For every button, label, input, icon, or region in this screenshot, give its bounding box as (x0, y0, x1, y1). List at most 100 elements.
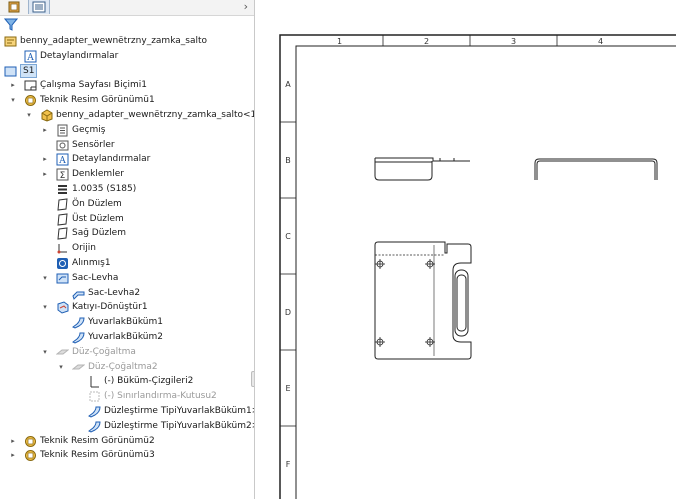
tree-item[interactable]: Üst Düzlem (52, 212, 250, 227)
tree-item-label: Geçmiş (72, 124, 106, 135)
flat-pattern-icon (71, 361, 86, 374)
tree-item[interactable]: ▾ Teknik Resim Görünümü1 (11, 93, 250, 108)
tree-toggle-icon[interactable]: ▾ (43, 347, 47, 356)
tree-item[interactable]: Alınmış1 (52, 256, 250, 271)
zone-row-label: F (286, 460, 291, 469)
history-icon (56, 124, 69, 137)
tree-item-label: Düzleştirme TipiYuvarlakBüküm1>1 (104, 406, 255, 416)
tree-item[interactable]: Sac-Levha2 (68, 286, 250, 301)
zone-column-label: 4 (598, 37, 603, 46)
side-view[interactable] (534, 158, 658, 180)
tree-item[interactable]: 1.0035 (S185) (52, 182, 250, 197)
tree-item[interactable]: Ön Düzlem (52, 197, 250, 212)
svg-text:A: A (58, 156, 66, 166)
tree-item-label: Düz-Çoğaltma2 (88, 361, 158, 372)
tree-item-label: S1 (20, 63, 38, 78)
bend-icon (88, 405, 101, 418)
tree-item[interactable]: ▾ benny_adapter_wewnëtrzny_zamka_salto<1> (27, 108, 254, 123)
tree-item[interactable]: ▸ Teknik Resim Görünümü3 (11, 448, 250, 463)
panel-resize-handle[interactable] (251, 371, 254, 387)
sheet-format-icon (24, 79, 37, 92)
tree-item[interactable]: YuvarlakBüküm1 (68, 315, 250, 330)
tree-item-label: Katıyı-Dönüştür1 (72, 302, 148, 313)
tree-item[interactable]: ▾ Katıyı-Dönüştür1 (43, 300, 250, 315)
tree-item[interactable]: ▸ Geçmiş (43, 123, 250, 138)
tree-item-label: (-) Sınırlandırma-Kutusu2 (104, 391, 217, 402)
tree-item-label: Çalışma Sayfası Biçimi1 (40, 80, 148, 91)
property-manager-tab[interactable] (28, 0, 50, 14)
tree-item[interactable]: (-) Sınırlandırma-Kutusu2 (84, 389, 250, 404)
tree-toggle-icon[interactable]: ▸ (43, 155, 47, 164)
tree-item-label: Denklemler (72, 169, 124, 180)
tree-item-label: Teknik Resim Görünümü3 (40, 450, 155, 461)
tree-item-label: Sac-Levha2 (88, 287, 141, 298)
tree-item-label: Detaylandırmalar (72, 154, 151, 165)
annotation-icon: A (24, 50, 37, 63)
sheet-metal-icon (56, 272, 69, 285)
tree-item-label: Teknik Resim Görünümü1 (40, 95, 155, 106)
tree-item-label: Orijin (72, 243, 96, 254)
zone-row-label: A (285, 80, 291, 89)
sensor-icon (56, 139, 69, 152)
tree-item[interactable]: Sağ Düzlem (52, 226, 250, 241)
tree-item[interactable]: ▸ Çalışma Sayfası Biçimi1 (11, 78, 250, 93)
tree-item-label: benny_adapter_wewnëtrzny_zamka_salto<1> (56, 110, 255, 120)
tree-toggle-icon[interactable]: ▸ (11, 81, 15, 90)
material-icon (56, 183, 69, 196)
bend-icon (72, 316, 85, 329)
tree-toggle-icon[interactable]: ▾ (59, 362, 63, 371)
tree-toggle-icon[interactable]: ▾ (43, 303, 47, 312)
tree-item-label: Sensörler (72, 139, 115, 150)
filter-icon[interactable] (4, 17, 18, 31)
tree-item-label: Sağ Düzlem (72, 228, 126, 239)
tree-item[interactable]: ▸ A Detaylandırmalar (43, 152, 250, 167)
sheet-border (279, 34, 676, 502)
zone-row-label: D (285, 308, 291, 317)
tree-item-label: Alınmış1 (72, 258, 111, 268)
front-view[interactable] (374, 157, 470, 181)
tree-toggle-icon[interactable]: ▸ (11, 436, 15, 445)
tree-item[interactable]: ▾ Düz-Çoğaltma2 (59, 360, 250, 375)
tree-toggle-icon[interactable]: ▸ (11, 451, 15, 460)
tree-item[interactable]: Orijin (52, 241, 250, 256)
tree-item-label: YuvarlakBüküm1 (88, 317, 163, 328)
bend-icon (72, 331, 85, 344)
bounding-box-icon (88, 390, 101, 403)
list-icon (32, 1, 46, 13)
tree-toggle-icon[interactable]: ▾ (11, 96, 15, 105)
tree-toggle-icon[interactable]: ▾ (43, 273, 47, 282)
zone-column-label: 1 (337, 37, 342, 46)
tree-item-label: YuvarlakBüküm2 (88, 332, 163, 342)
tree-item[interactable]: Düzleştirme TipiYuvarlakBüküm2>1 (84, 419, 254, 434)
panel-tab-bar: › (0, 0, 254, 16)
tree-item[interactable]: Düzleştirme TipiYuvarlakBüküm1>1 (84, 404, 254, 419)
tree-toggle-icon[interactable]: ▸ (43, 125, 47, 134)
tree-item[interactable]: ▸ Teknik Resim Görünümü2 (11, 434, 250, 449)
origin-icon (56, 242, 69, 255)
tree-item[interactable]: ▾Sac-Levha (43, 271, 250, 286)
feature-manager-tab[interactable] (4, 0, 24, 14)
tree-item[interactable]: ▾S1 (4, 63, 250, 79)
tree-item[interactable]: Sensörler (52, 138, 250, 153)
tree-toggle-icon[interactable]: ▸ (43, 170, 47, 179)
tree-item[interactable]: ▾ Düz-Çoğaltma (43, 345, 250, 360)
panel-expand-arrow-icon[interactable]: › (243, 0, 248, 13)
tree-item-label: 1.0035 (S185) (72, 184, 137, 194)
svg-text:Σ: Σ (60, 171, 66, 181)
plane-icon (56, 227, 69, 240)
tree-item[interactable]: ▸ Σ Denklemler (43, 167, 250, 182)
tree-item-label: Düz-Çoğaltma (72, 346, 136, 357)
tree-item[interactable]: (-) Büküm-Çizgileri2 (84, 374, 250, 389)
tree-item-label: Teknik Resim Görünümü2 (40, 435, 155, 446)
plane-icon (56, 213, 69, 226)
flat-pattern-view[interactable] (374, 241, 472, 360)
derived-icon (56, 257, 69, 270)
bend-icon (88, 420, 101, 433)
tree-item-label: Ön Düzlem (72, 198, 122, 209)
tree-toggle-icon[interactable]: ▾ (27, 111, 31, 119)
tree-item[interactable]: YuvarlakBüküm2 (68, 330, 250, 345)
tree-item[interactable]: benny_adapter_wewnëtrzny_zamka_salto (4, 34, 250, 49)
